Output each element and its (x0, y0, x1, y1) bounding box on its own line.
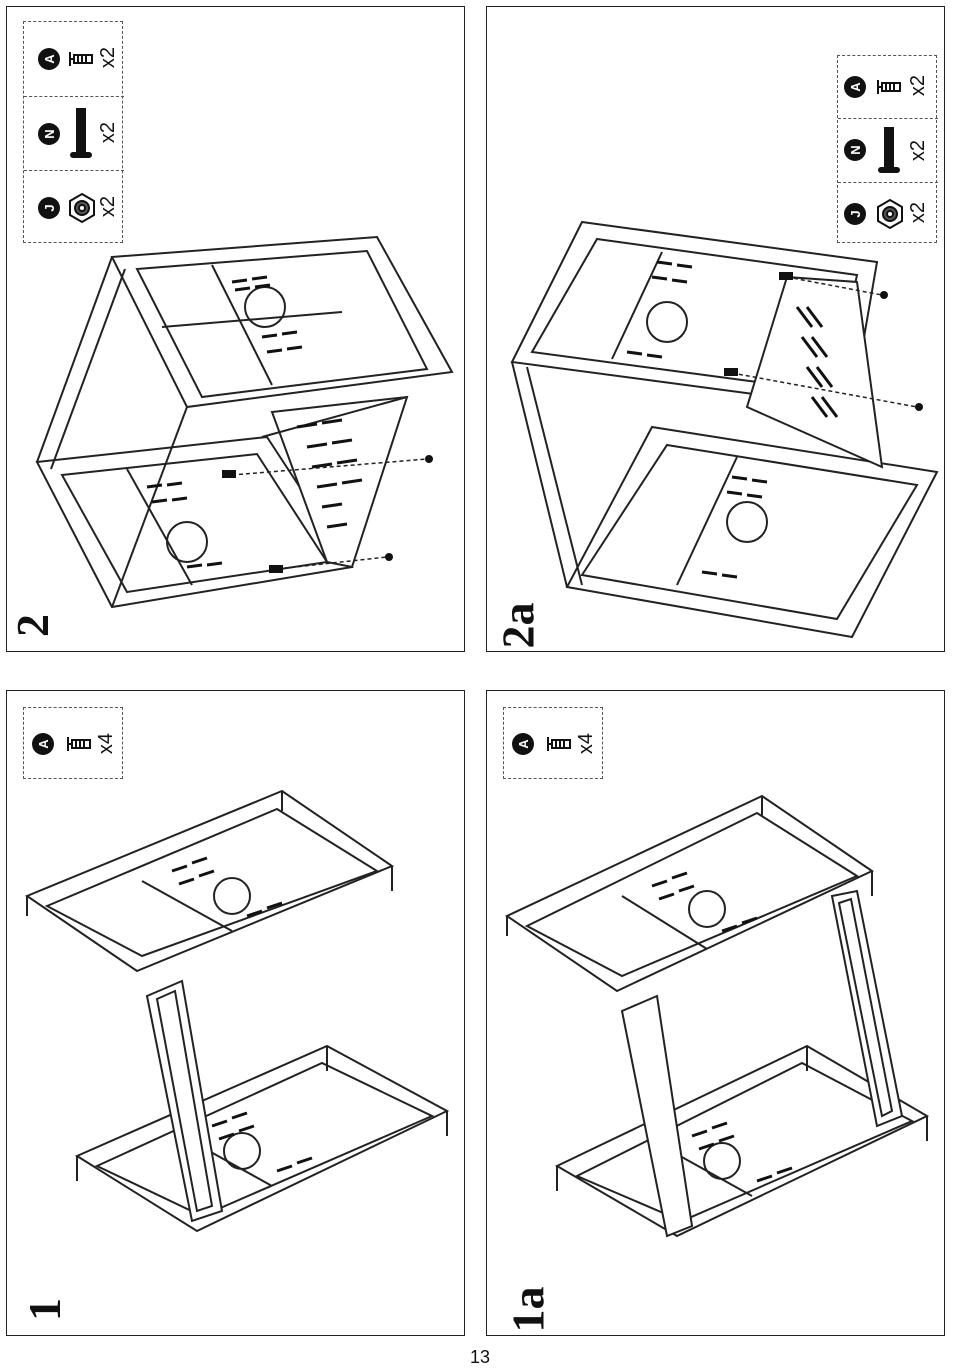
step-number: 2 (7, 614, 58, 637)
part-qty: x4 (95, 732, 118, 755)
part-letter: N (38, 123, 60, 145)
part-cell-a: A x2 (24, 22, 124, 96)
bolt-icon (878, 127, 900, 173)
page-number: 13 (469, 1347, 491, 1367)
part-qty: x4 (575, 732, 598, 755)
step-2a-panel: 2a A x2 N x2 J x2 (486, 6, 945, 652)
part-qty: x2 (97, 195, 120, 218)
step-number: 1 (19, 1298, 70, 1321)
screw-icon (547, 737, 571, 751)
step-2a-illustration (510, 220, 939, 639)
step-2-panel: 2 A x2 N x2 J x2 (6, 6, 465, 652)
screw-icon (69, 51, 93, 66)
step-number: 1a (502, 1286, 554, 1333)
nut-icon (877, 198, 903, 230)
part-letter: A (512, 733, 534, 755)
part-qty: x2 (97, 121, 120, 144)
screw-icon (877, 79, 901, 94)
step-2-illustration (35, 235, 454, 609)
part-cell-j: J x2 (838, 182, 938, 244)
part-cell-n: N x2 (838, 118, 938, 182)
step-1-illustration (24, 789, 450, 1233)
part-cell-n: N x2 (24, 96, 124, 170)
part-cell-a: A x4 (24, 708, 124, 780)
part-cell-a: A x2 (838, 56, 938, 118)
part-letter: A (844, 76, 866, 98)
parts-box: A x2 N x2 J x2 (837, 55, 938, 244)
step-1a-panel: 1a A x4 (486, 690, 945, 1336)
part-qty: x2 (907, 74, 930, 97)
screw-icon (67, 737, 91, 751)
bolt-icon (70, 108, 92, 158)
parts-box: A x4 (503, 707, 603, 779)
part-qty: x2 (907, 139, 930, 162)
parts-box: A x4 (23, 707, 123, 779)
part-qty: x2 (97, 46, 120, 69)
step-1a-illustration (504, 794, 930, 1238)
part-letter: J (844, 203, 866, 225)
part-letter: J (38, 197, 60, 219)
part-cell-a: A x4 (504, 708, 604, 780)
part-letter: A (38, 48, 60, 70)
nut-icon (69, 192, 95, 224)
part-letter: A (32, 733, 54, 755)
parts-box: A x2 N x2 J x2 (23, 21, 124, 244)
part-qty: x2 (907, 201, 930, 224)
part-letter: N (844, 139, 866, 161)
step-number: 2a (492, 602, 544, 649)
step-1-panel: 1 A x4 (6, 690, 465, 1336)
part-cell-j: J x2 (24, 170, 124, 244)
